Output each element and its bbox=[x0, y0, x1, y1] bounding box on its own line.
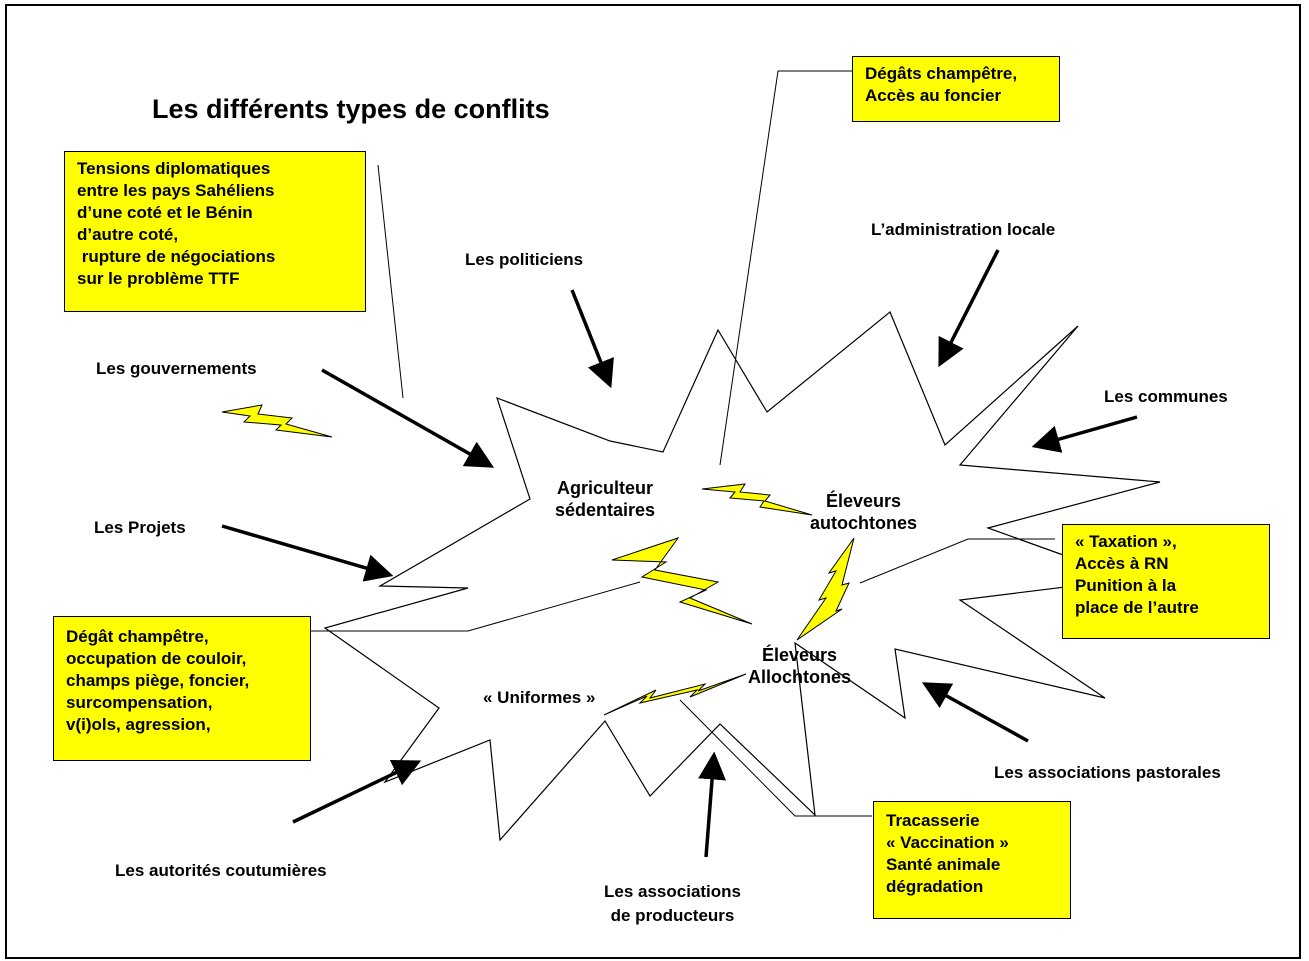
connector-tensions bbox=[377, 164, 404, 399]
label-line: Agriculteur bbox=[557, 478, 654, 498]
box-line: Tensions diplomatiques bbox=[77, 159, 271, 178]
party-eleveurs-allochtones: Éleveurs Allochtones bbox=[748, 644, 851, 688]
arrow-autorites-coutumieres bbox=[292, 759, 422, 824]
box-line: v(i)ols, agression, bbox=[66, 715, 211, 734]
lightning-bolt-top bbox=[701, 483, 813, 516]
label-line: de producteurs bbox=[610, 906, 735, 925]
box-tensions-diplomatiques: Tensions diplomatiques entre les pays Sa… bbox=[64, 151, 366, 312]
box-line: « Taxation », bbox=[1075, 532, 1177, 551]
arrow-administration bbox=[938, 249, 1000, 368]
actor-autorites-coutumieres: Les autorités coutumières bbox=[115, 861, 327, 880]
box-line: occupation de couloir, bbox=[66, 649, 247, 668]
box-line: entre les pays Sahéliens bbox=[77, 181, 275, 200]
arrow-gouvernements bbox=[321, 368, 495, 468]
actor-associations-producteurs: Les associations de producteurs bbox=[604, 880, 741, 928]
lightning-bolt-center bbox=[611, 537, 753, 625]
box-line: Accès à RN bbox=[1075, 554, 1169, 573]
lightning-bolt-bottom bbox=[603, 673, 747, 716]
actor-administration-locale: L’administration locale bbox=[871, 220, 1056, 239]
box-degats-acces-foncier: Dégâts champêtre, Accès au foncier bbox=[852, 56, 1060, 122]
box-taxation: « Taxation », Accès à RN Punition à la p… bbox=[1062, 524, 1270, 639]
connector-degat-champetre bbox=[310, 581, 641, 632]
arrow-projets bbox=[221, 524, 394, 582]
label-line: sédentaires bbox=[555, 500, 656, 520]
label-line: Éleveurs bbox=[761, 645, 838, 665]
actor-communes: Les communes bbox=[1104, 387, 1228, 406]
actor-projets: Les Projets bbox=[94, 518, 186, 537]
actor-associations-pastorales: Les associations pastorales bbox=[994, 763, 1221, 782]
arrow-associations-producteurs bbox=[698, 751, 727, 858]
party-agriculteurs: Agriculteur sédentaires bbox=[555, 477, 655, 521]
box-line: Punition à la bbox=[1075, 576, 1177, 595]
box-line: Santé animale bbox=[886, 855, 1001, 874]
connector-tracasserie bbox=[679, 699, 872, 817]
label-line: autochtones bbox=[810, 513, 918, 533]
conflict-burst-outline bbox=[323, 311, 1161, 842]
label-line: Éleveurs bbox=[825, 491, 902, 511]
arrow-communes bbox=[1031, 415, 1138, 453]
box-line: d’autre coté, bbox=[77, 225, 179, 244]
box-tracasserie: Tracasserie « Vaccination » Santé animal… bbox=[873, 801, 1071, 919]
box-line: champs piège, foncier, bbox=[66, 671, 250, 690]
party-eleveurs-autochtones: Éleveurs autochtones bbox=[810, 490, 917, 534]
box-degat-champetre: Dégât champêtre, occupation de couloir, … bbox=[53, 616, 311, 761]
arrow-politiciens bbox=[570, 289, 614, 389]
box-line: dégradation bbox=[886, 877, 984, 896]
label-line: Allochtones bbox=[748, 667, 852, 687]
actor-gouvernements: Les gouvernements bbox=[96, 359, 257, 378]
box-line: d’une coté et le Bénin bbox=[77, 203, 253, 222]
label-line: Les associations bbox=[604, 882, 742, 901]
connector-degats-foncier bbox=[719, 70, 852, 466]
connector-taxation bbox=[859, 538, 1055, 584]
actor-politiciens: Les politiciens bbox=[465, 250, 584, 269]
lightning-bolt-left bbox=[221, 404, 333, 438]
box-line: Dégâts champêtre, bbox=[865, 64, 1018, 83]
box-line: Tracasserie bbox=[886, 811, 980, 830]
box-line: rupture de négociations bbox=[77, 247, 276, 266]
arrow-associations-pastorales bbox=[921, 682, 1029, 743]
box-line: Dégât champêtre, bbox=[66, 627, 209, 646]
box-line: sur le problème TTF bbox=[77, 269, 240, 288]
box-line: place de l’autre bbox=[1075, 598, 1199, 617]
lightning-bolt-vertical bbox=[796, 537, 855, 641]
box-line: « Vaccination » bbox=[886, 833, 1009, 852]
diagram-title: Les différents types de conflits bbox=[152, 94, 550, 124]
box-line: surcompensation, bbox=[66, 693, 213, 712]
slide-frame bbox=[5, 4, 1301, 959]
party-uniformes: « Uniformes » bbox=[483, 688, 596, 707]
box-line: Accès au foncier bbox=[865, 86, 1002, 105]
